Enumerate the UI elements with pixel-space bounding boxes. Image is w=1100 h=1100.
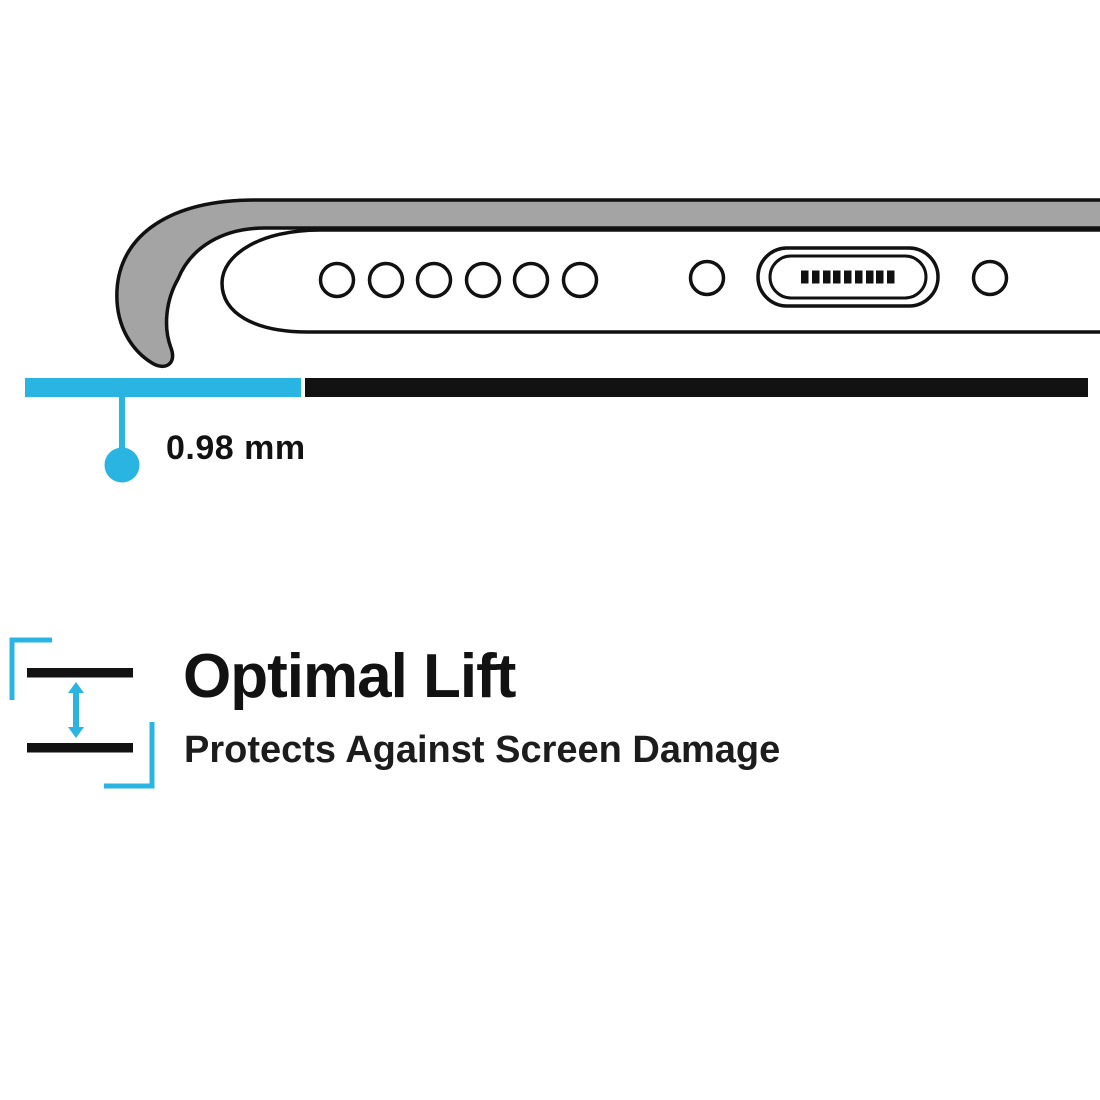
speaker-hole [367, 261, 405, 299]
bracket-bottom-right [104, 722, 155, 789]
speaker-hole [464, 261, 502, 299]
mic-hole [688, 259, 726, 297]
measurement-label: 0.98 mm [166, 429, 306, 467]
speaker-hole [512, 261, 550, 299]
speaker-hole [415, 261, 453, 299]
gap-double-arrow-icon [68, 682, 84, 738]
surface-bar [305, 378, 1088, 397]
lift-gap-icon [9, 637, 155, 789]
case-shell-shape [115, 198, 1100, 369]
lower-surface-bar [27, 743, 133, 753]
speaker-hole [561, 261, 599, 299]
measurement-pointer-dot [104, 447, 140, 483]
phone-case-illustration [25, 198, 1100, 483]
measurement-pointer-line [119, 397, 125, 450]
right-hole [971, 259, 1009, 297]
feature-title: Optimal Lift [183, 642, 516, 711]
feature-subtitle: Protects Against Screen Damage [184, 729, 781, 771]
speaker-hole [318, 261, 356, 299]
lift-gap-bar-accent [25, 378, 301, 397]
bracket-top-left [9, 637, 52, 700]
charging-port-pins [801, 270, 895, 284]
upper-surface-bar [27, 668, 133, 678]
